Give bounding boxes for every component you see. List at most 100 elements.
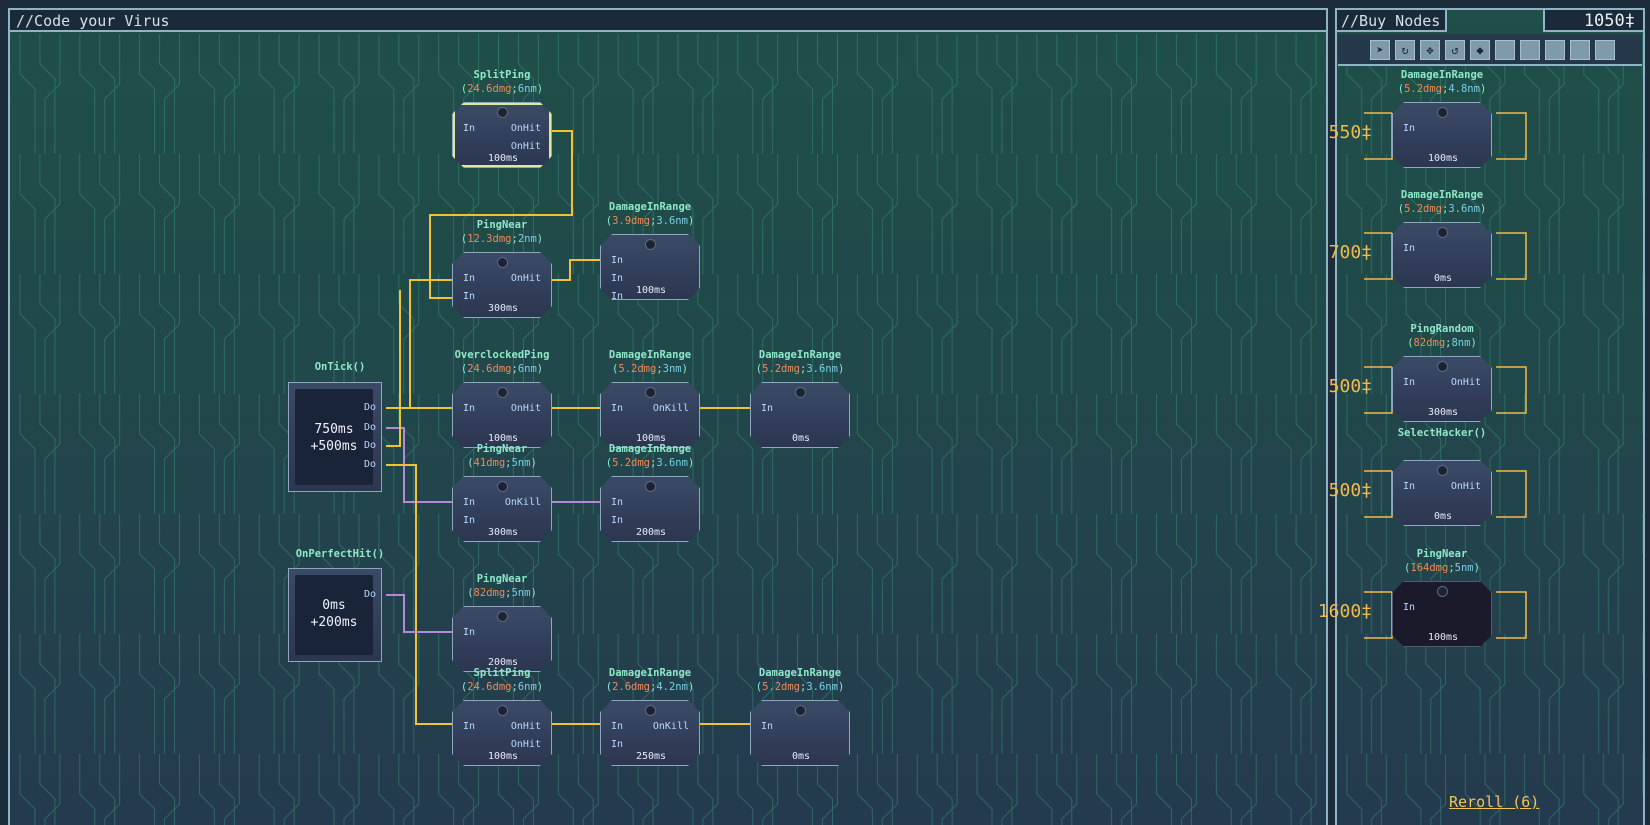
stat-paren: ( (1397, 203, 1405, 215)
event-cooldown: +200ms (310, 615, 358, 630)
stat-sep: ; (511, 233, 518, 245)
stat-paren: ) (536, 233, 544, 245)
node-delay: 100ms (635, 433, 667, 444)
node-delay: 0ms (791, 433, 811, 444)
node-stats: (24.6dmg;6nm) (422, 680, 582, 694)
node-delay: 100ms (487, 153, 519, 164)
stat-paren: ) (837, 363, 845, 375)
damage-value: 5.2dmg (762, 681, 800, 693)
filter-slot[interactable] (1545, 40, 1565, 60)
node-name: PingNear (476, 573, 528, 585)
node-delay: 0ms (791, 751, 811, 762)
filter-slot[interactable] (1595, 40, 1615, 60)
port-onhit: OnHit (510, 403, 541, 414)
node-name: DamageInRange (608, 349, 692, 361)
node-name: DamageInRange (608, 667, 692, 679)
stat-paren: ( (755, 681, 763, 693)
node-price: 550‡ (1328, 122, 1372, 143)
node-name: SplitPing (473, 667, 531, 679)
port-label: Do (364, 440, 377, 451)
stat-sep: ; (800, 363, 807, 375)
node-name: OverclockedPing (454, 349, 550, 361)
node-delay: 100ms (487, 433, 519, 444)
filter-slot[interactable] (1495, 40, 1515, 60)
port-in: In (761, 403, 774, 414)
event-inner (295, 389, 373, 485)
node-title: DamageInRange(2.6dmg;4.2nm) (570, 666, 730, 694)
port-in: In (1403, 123, 1416, 134)
damage-value: 5.2dmg (618, 363, 657, 375)
event-body[interactable]: 750ms +500ms (288, 382, 382, 492)
event-title: OnTick() (314, 361, 366, 373)
loop-icon[interactable]: ↻ (1395, 40, 1415, 60)
node-name: SelectHacker() (1397, 427, 1487, 439)
node-stats: (164dmg;5nm) (1362, 561, 1522, 575)
stat-paren: ( (605, 681, 613, 693)
range-value: 3.6nm (656, 215, 688, 227)
damage-value: 82dmg (473, 587, 506, 599)
range-value: 6nm (517, 83, 537, 95)
port-onhit: OnHit (510, 721, 541, 732)
stat-sep: ; (1442, 83, 1449, 95)
stat-sep: ; (511, 83, 518, 95)
stat-paren: ( (612, 363, 619, 375)
stat-paren: ( (605, 457, 613, 469)
node-title: DamageInRange(5.2dmg;3.6nm) (720, 348, 880, 376)
node-title: PingNear(12.3dmg;2nm) (422, 218, 582, 246)
stat-paren: ) (681, 363, 688, 375)
port-onhit: OnHit (1450, 481, 1481, 492)
stat-sep: ; (1448, 562, 1455, 574)
damage-value: 24.6dmg (467, 83, 512, 95)
stat-paren: ( (460, 83, 468, 95)
event-body[interactable]: 0ms +200ms (288, 568, 382, 662)
stat-paren: ( (467, 457, 474, 469)
port-in: In (611, 403, 624, 414)
port-label: Do (364, 459, 377, 470)
stat-paren: ( (1404, 562, 1411, 574)
node-delay: 300ms (487, 303, 519, 314)
stat-sep: ; (650, 457, 657, 469)
node-name: DamageInRange (758, 349, 842, 361)
range-value: 3.6nm (806, 681, 838, 693)
stat-sep: ; (511, 681, 518, 693)
node-title: SelectHacker() (1362, 426, 1522, 440)
reroll-button[interactable]: Reroll (6) (1449, 793, 1540, 811)
stat-paren: ) (536, 681, 544, 693)
core-icon (497, 387, 508, 398)
node-stats: (5.2dmg;3.6nm) (570, 456, 730, 470)
node-stats: (82dmg;8nm) (1362, 336, 1522, 350)
damage-value: 82dmg (1413, 337, 1446, 349)
node-stats: (5.2dmg;3.6nm) (720, 680, 880, 694)
range-value: 8nm (1451, 337, 1471, 349)
port-in: In (611, 273, 624, 284)
node-name: PingNear (476, 219, 528, 231)
port-onhit: OnHit (1450, 377, 1481, 388)
core-icon (795, 387, 806, 398)
stat-sep: ; (505, 457, 512, 469)
refresh-icon[interactable]: ↺ (1445, 40, 1465, 60)
paw-icon[interactable]: ✥ (1420, 40, 1440, 60)
arrow-icon[interactable]: ◆ (1470, 40, 1490, 60)
port-in: In (463, 515, 476, 526)
filter-slot[interactable] (1520, 40, 1540, 60)
cursor-icon[interactable]: ➤ (1370, 40, 1390, 60)
node-body[interactable]: 0ms In (750, 382, 850, 448)
port-in: In (611, 721, 624, 732)
filter-slot[interactable] (1570, 40, 1590, 60)
